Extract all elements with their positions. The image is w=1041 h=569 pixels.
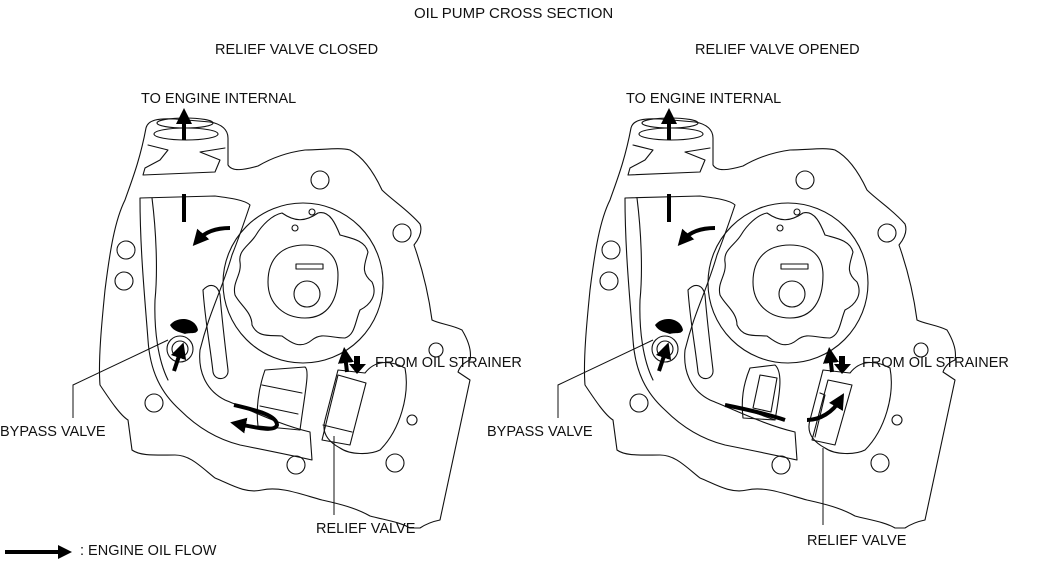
- relief-valve-plunger: [321, 374, 367, 446]
- bypass-spring: [655, 318, 683, 334]
- bypass-plunger-line: [259, 384, 303, 415]
- bolt-hole: [114, 271, 134, 291]
- bolt-hole: [870, 453, 890, 473]
- label-from-oil-strainer: FROM OIL STRAINER: [862, 355, 1009, 371]
- flow-arrow-relief-open: [806, 393, 845, 422]
- panel-heading-closed: RELIEF VALVE CLOSED: [215, 42, 379, 58]
- bypass-valve-body: [166, 335, 194, 363]
- leader-bypass-valve: [72, 339, 169, 418]
- relief-valve-bore: [808, 362, 892, 455]
- flow-arrow-bypass: [170, 342, 187, 372]
- bolt-hole: [428, 342, 444, 358]
- rotor-housing: [222, 202, 384, 364]
- bolt-hole: [116, 240, 136, 260]
- bypass-spring: [170, 318, 198, 334]
- rotor-hole: [776, 224, 784, 232]
- bolt-hole: [310, 170, 330, 190]
- pump-housing-outline: [583, 118, 957, 529]
- bolt-hole: [913, 342, 929, 358]
- relief-valve-bore: [323, 362, 407, 455]
- inner-wall: [636, 197, 654, 381]
- oil-slot: [687, 284, 714, 380]
- drive-shaft: [778, 280, 806, 308]
- leader-bypass-valve: [557, 339, 654, 418]
- bolt-hole: [891, 414, 903, 426]
- rotor-hole: [308, 208, 316, 216]
- pump-opened: [557, 108, 957, 529]
- outer-rotor: [233, 212, 375, 346]
- label-bypass-valve: BYPASS VALVE: [487, 424, 593, 440]
- flow-arrow-inlet-down: [349, 356, 366, 374]
- bolt-hole: [629, 393, 649, 413]
- rotor-hole: [793, 208, 801, 216]
- flow-arrow-bypass: [655, 342, 672, 372]
- bolt-hole: [599, 271, 619, 291]
- outer-rotor: [718, 212, 860, 346]
- label-to-engine-internal: TO ENGINE INTERNAL: [626, 91, 782, 107]
- legend-arrow: [5, 545, 72, 559]
- inner-rotor: [752, 244, 824, 319]
- drive-key: [780, 263, 809, 270]
- flow-arrow-relief-return: [724, 403, 786, 422]
- legend-text: : ENGINE OIL FLOW: [80, 543, 217, 559]
- bolt-hole: [144, 393, 164, 413]
- label-from-oil-strainer: FROM OIL STRAINER: [375, 355, 522, 371]
- outlet-channel: [627, 144, 711, 176]
- flow-arrow-rotor-out: [192, 226, 231, 247]
- outlet-channel: [142, 144, 226, 176]
- label-relief-valve: RELIEF VALVE: [316, 521, 416, 537]
- bolt-hole: [385, 453, 405, 473]
- drive-key: [295, 263, 324, 270]
- bolt-hole: [286, 455, 306, 475]
- bolt-hole: [771, 455, 791, 475]
- inner-wall: [151, 197, 169, 381]
- inner-cavity: [139, 195, 313, 461]
- bolt-hole: [406, 414, 418, 426]
- bolt-hole: [392, 223, 412, 243]
- bolt-hole: [795, 170, 815, 190]
- flow-arrow-inlet-up: [337, 347, 354, 373]
- flow-arrow-rotor-out: [677, 226, 716, 247]
- bolt-hole: [601, 240, 621, 260]
- flow-arrow-u-turn: [230, 403, 280, 434]
- bypass-valve-body: [651, 335, 679, 363]
- label-relief-valve: RELIEF VALVE: [807, 533, 907, 549]
- pump-housing-outline: [98, 118, 472, 529]
- label-to-engine-internal: TO ENGINE INTERNAL: [141, 91, 297, 107]
- flow-arrow-inlet-up: [822, 347, 839, 373]
- flow-arrow-inlet-down: [834, 356, 851, 374]
- inner-cavity: [624, 195, 798, 461]
- diagram-title: OIL PUMP CROSS SECTION: [414, 5, 614, 22]
- rotor-housing: [707, 202, 869, 364]
- oil-slot: [202, 284, 229, 380]
- bypass-chamber: [256, 366, 308, 431]
- drive-shaft: [293, 280, 321, 308]
- inner-rotor: [267, 244, 339, 319]
- panel-heading-opened: RELIEF VALVE OPENED: [695, 42, 860, 58]
- label-bypass-valve: BYPASS VALVE: [0, 424, 106, 440]
- rotor-hole: [291, 224, 299, 232]
- pump-closed: [72, 108, 472, 529]
- bolt-hole: [877, 223, 897, 243]
